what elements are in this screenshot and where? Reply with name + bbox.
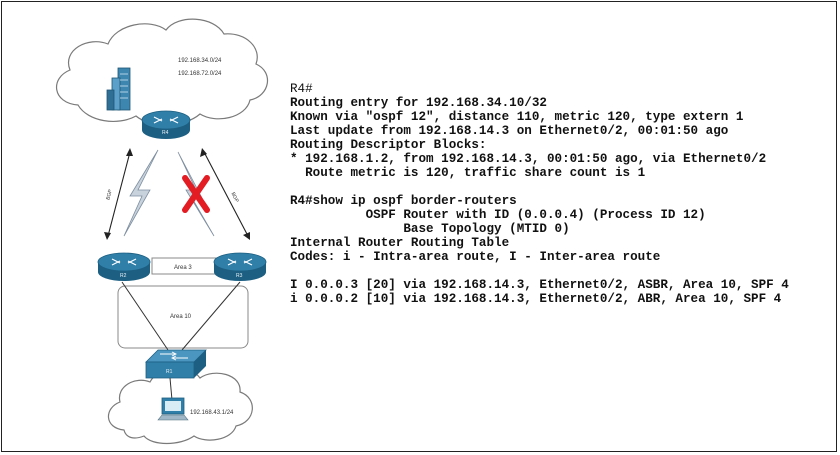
cli-line: Routing entry for 192.168.34.10/32 (290, 96, 547, 110)
cli-blank-line (290, 264, 789, 278)
cli-blank-line (290, 180, 789, 194)
link-bolt-left-icon (123, 149, 159, 237)
router-r2-label: R2 (120, 273, 127, 279)
cli-line: OSPF Router with ID (0.0.0.4) (Process I… (290, 208, 706, 222)
cli-line: R4#show ip ospf border-routers (290, 194, 517, 208)
cloud-prefix-1: 192.168.34.0/24 (178, 58, 222, 64)
link-r1-pc (169, 377, 173, 401)
cli-line: Routing Descriptor Blocks: (290, 138, 487, 152)
area-10-box (117, 285, 249, 349)
bgp-label-right: BGP (230, 191, 240, 204)
cloud-prefix-2: 192.168.72.0/24 (178, 71, 222, 77)
switch-r1-icon: R1 (145, 349, 207, 379)
bgp-label-left: BGP (105, 188, 114, 200)
pc-prefix: 192.168.43.1/24 (190, 410, 234, 416)
link-r2-r1 (121, 281, 169, 351)
top-cloud (55, 18, 269, 126)
switch-r1-label: R1 (166, 369, 173, 375)
pc-icon (157, 397, 189, 421)
cli-line: Known via "ospf 12", distance 110, metri… (290, 110, 744, 124)
cli-line: I 0.0.0.3 [20] via 192.168.14.3, Etherne… (290, 278, 789, 292)
cli-line: * 192.168.1.2, from 192.168.14.3, 00:01:… (290, 152, 767, 166)
cli-line: Last update from 192.168.14.3 on Etherne… (290, 124, 729, 138)
cli-line: Route metric is 120, traffic share count… (290, 166, 646, 180)
bgp-link-left (104, 148, 133, 240)
link-r3-r1 (181, 281, 241, 351)
cli-line: Internal Router Routing Table (290, 236, 510, 250)
router-r2-icon: R2 (97, 252, 151, 281)
area-3-label: Area 3 (174, 265, 192, 271)
cli-line: R4# (290, 82, 313, 96)
building-icon (106, 67, 131, 111)
cli-line: Base Topology (MTID 0) (290, 222, 570, 236)
link-failure-x-icon (182, 175, 210, 213)
bgp-link-right (200, 148, 250, 240)
network-diagram: 192.168.34.0/24 192.168.72.0/24 R4 BGP B… (55, 18, 269, 445)
router-r4-icon: R4 (141, 110, 191, 139)
router-r3-icon: R3 (213, 252, 267, 281)
area-10-label: Area 10 (170, 314, 192, 320)
cli-line: i 0.0.0.2 [10] via 192.168.14.3, Etherne… (290, 292, 782, 306)
router-r3-label: R3 (236, 273, 243, 279)
router-r4-label: R4 (162, 130, 169, 136)
cli-line: Codes: i - Intra-area route, I - Inter-a… (290, 250, 661, 264)
